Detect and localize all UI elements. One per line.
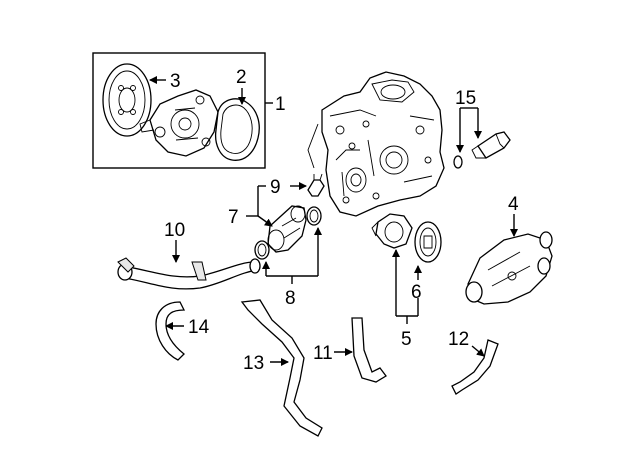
callout-15: 15 [455,88,476,109]
callout-7: 7 [228,207,239,228]
hose-10-part: 10 [117,220,261,290]
callout-12: 12 [448,329,469,350]
water-pump-kit-group: 3 2 1 [92,52,286,169]
callout-10: 10 [164,220,185,241]
callout-8: 8 [285,288,296,309]
hose-12-part: 12 [448,329,499,395]
pump-pulley-part [102,63,152,137]
callout-2: 2 [236,67,247,88]
water-outlet-4-part: 4 [465,194,553,305]
callouts-5-6: 6 5 [392,249,422,350]
callout-5: 5 [401,329,412,350]
sensor-9-part: 9 [270,173,325,198]
callout-4: 4 [508,194,519,215]
pump-gasket-part [214,98,260,161]
callout-14: 14 [188,317,210,338]
callout-13: 13 [243,353,264,374]
o-rings-8-part: 8 [254,206,322,309]
callout-3: 3 [170,71,181,92]
kit-frame [92,52,266,169]
sensor-15-part: 15 [453,88,511,169]
water-pump-body-part [139,89,219,157]
engine-block-part [307,71,445,217]
thermostat-housing-7-part: 7 [228,185,307,253]
thermostat-gasket-6-part [414,221,442,263]
callout-9: 9 [270,177,281,198]
callout-11: 11 [313,343,333,364]
hose-13-part: 13 [240,299,323,437]
callout-6: 6 [411,282,422,303]
thermostat-5-part [371,213,413,249]
hose-14-part: 14 [155,301,210,361]
hose-11-part: 11 [313,317,387,383]
callout-1: 1 [275,94,286,115]
